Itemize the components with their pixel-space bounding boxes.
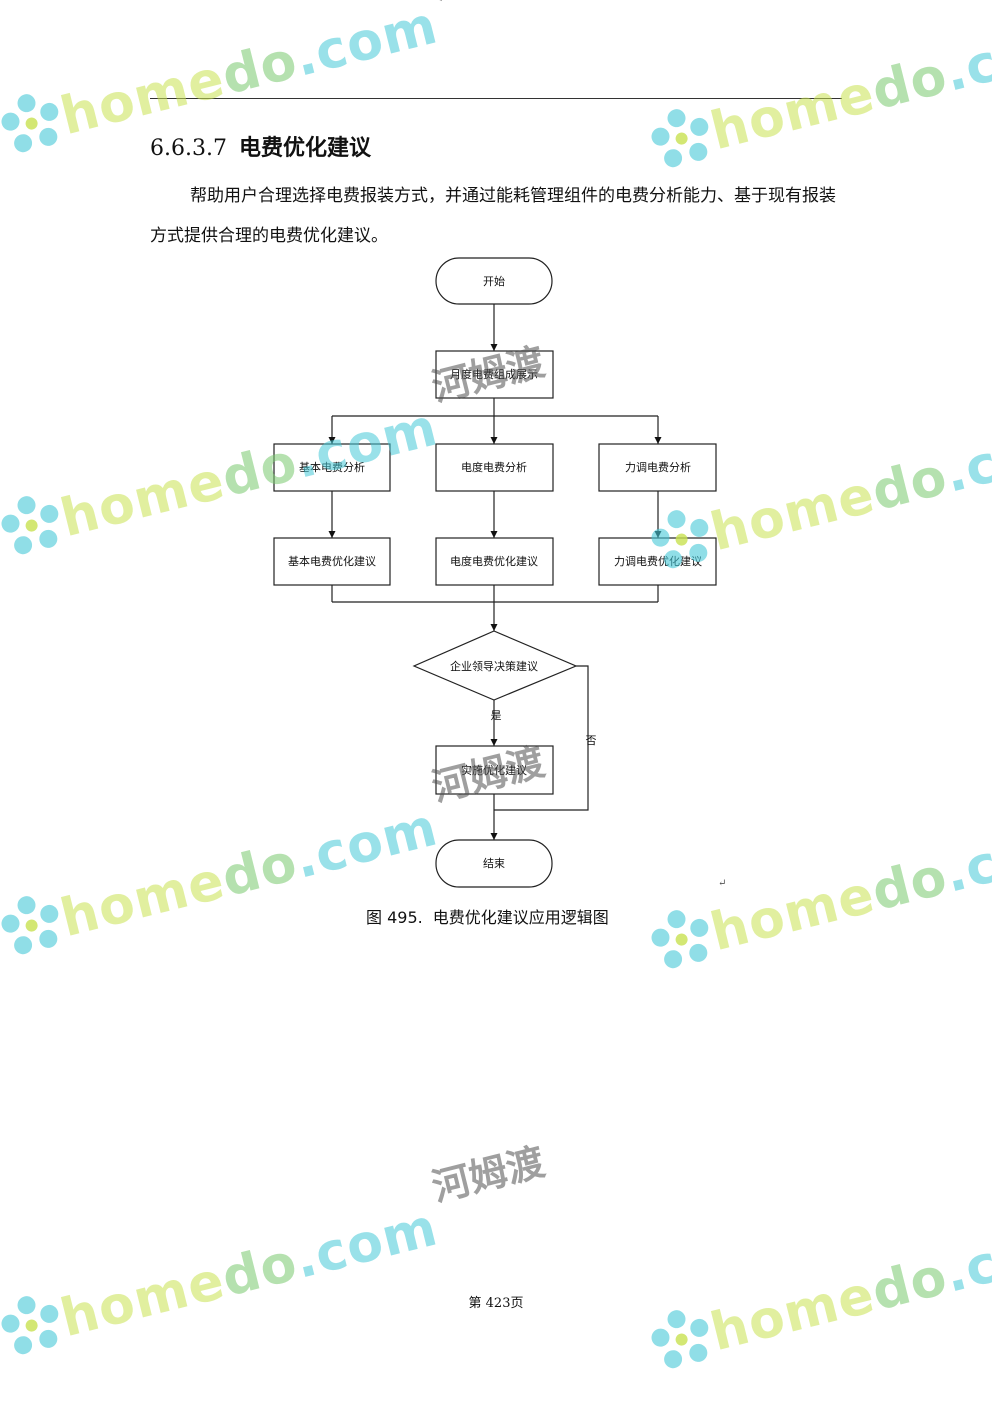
node-suggest-basic-shape xyxy=(273,537,391,586)
node-analysis-power-shape xyxy=(598,443,717,492)
edge-no xyxy=(494,665,589,811)
header-rule xyxy=(150,98,842,99)
node-analysis-energy-shape xyxy=(435,443,554,492)
node-suggest-energy-shape xyxy=(435,537,554,586)
node-suggest-basic-label: 基本电费优化建议 xyxy=(288,554,376,568)
node-display-label: 月度电费组成展示 xyxy=(450,367,538,381)
node-start-label: 开始 xyxy=(483,274,505,288)
node-implement-label: 实施优化建议 xyxy=(461,763,527,777)
node-analysis-basic-shape xyxy=(273,443,391,492)
edge-no-label: 否 xyxy=(586,734,597,747)
section-title: 电费优化建议 xyxy=(238,136,371,161)
page-number: 第 423页 xyxy=(468,1296,524,1311)
figure-caption-label: 图 495. xyxy=(366,908,423,927)
node-display-shape xyxy=(435,350,554,399)
section-heading: 6.6.3.7 电费优化建议 xyxy=(150,130,371,162)
node-analysis-basic-label: 基本电费分析 xyxy=(299,460,365,474)
figure-caption-text: 电费优化建议应用逻辑图 xyxy=(432,908,609,927)
section-number: 6.6.3.7 xyxy=(150,136,227,161)
node-decision-shape xyxy=(412,630,578,701)
node-suggest-power-label: 力调电费优化建议 xyxy=(614,554,702,568)
stray-mark: ↵ xyxy=(718,878,727,889)
node-implement-shape xyxy=(435,745,554,795)
edge-yes-label: 是 xyxy=(491,709,502,722)
node-analysis-energy-label: 电度电费分析 xyxy=(461,460,527,474)
node-suggest-energy-label: 电度电费优化建议 xyxy=(450,554,538,568)
body-paragraph: 帮助用户合理选择电费报装方式，并通过能耗管理组件的电费分析能力、基于现有报装方式… xyxy=(150,186,836,246)
figure-caption: 图 495. 电费优化建议应用逻辑图 xyxy=(366,904,609,928)
node-start-shape xyxy=(435,257,553,305)
node-end-label: 结束 xyxy=(483,857,505,870)
node-decision-label: 企业领导决策建议 xyxy=(450,659,538,673)
node-analysis-power-label: 力调电费分析 xyxy=(625,460,691,474)
node-end-shape xyxy=(435,839,553,888)
